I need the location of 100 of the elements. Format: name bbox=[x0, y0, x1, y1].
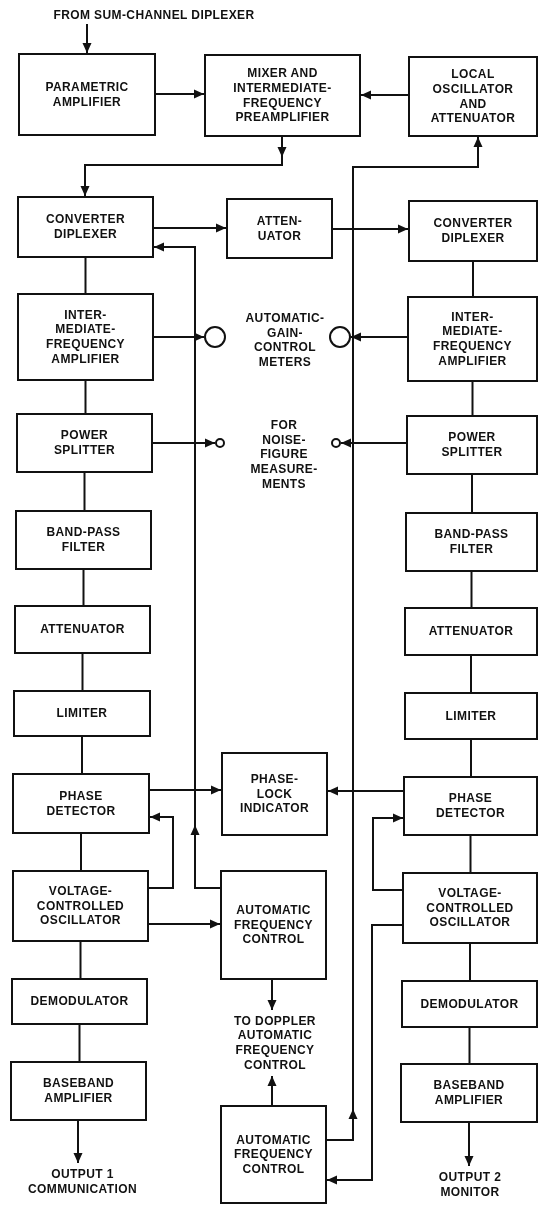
arrow bbox=[148, 919, 221, 929]
arrow bbox=[464, 1122, 474, 1167]
block-label: BASEBAND AMPLIFIER bbox=[432, 1078, 506, 1108]
connector-line bbox=[472, 261, 474, 297]
arrow bbox=[73, 1120, 83, 1164]
block-label: MIXER AND INTERMEDIATE- FREQUENCY PREAMPLIFIER bbox=[232, 66, 333, 125]
block-label: INTER- MEDIATE- FREQUENCY AMPLIFIER bbox=[432, 309, 513, 369]
block-label: LIMITER bbox=[56, 706, 108, 721]
block-box bbox=[220, 870, 327, 980]
arrow bbox=[82, 23, 92, 54]
block-box bbox=[401, 980, 538, 1028]
block-box bbox=[220, 1105, 327, 1204]
connector-line bbox=[84, 380, 87, 414]
block-box bbox=[15, 510, 152, 570]
connector-line bbox=[83, 472, 86, 511]
connector-line bbox=[471, 381, 474, 416]
signal-label: TO DOPPLER AUTOMATIC FREQUENCY CONTROL bbox=[233, 1013, 317, 1073]
block-box bbox=[221, 752, 328, 836]
block-box bbox=[402, 872, 538, 944]
block-box bbox=[16, 413, 153, 473]
block-label: CONVERTER DIPLEXER bbox=[45, 212, 126, 242]
block-box bbox=[17, 293, 154, 381]
block-label: DEMODULATOR bbox=[30, 994, 129, 1009]
block-label: DEMODULATOR bbox=[420, 996, 519, 1012]
arrow bbox=[80, 136, 283, 197]
block-label: PHASE DETECTOR bbox=[45, 788, 117, 819]
block-box bbox=[406, 415, 538, 475]
arrow bbox=[340, 438, 407, 448]
meter-circle bbox=[329, 326, 351, 348]
signal-label: OUTPUT 2 MONITOR bbox=[437, 1170, 503, 1200]
block-box bbox=[17, 196, 154, 258]
connector-line bbox=[81, 736, 83, 774]
connector-line bbox=[468, 1027, 471, 1064]
block-label: CONVERTER DIPLEXER bbox=[432, 216, 514, 246]
meter-circle bbox=[215, 438, 225, 448]
connector-line bbox=[470, 571, 473, 608]
arrow bbox=[267, 979, 277, 1011]
block-box bbox=[408, 56, 538, 137]
connector-line bbox=[471, 474, 473, 513]
connector-line bbox=[80, 833, 82, 871]
connector-line bbox=[469, 943, 471, 981]
connector-line bbox=[81, 653, 84, 691]
arrow bbox=[148, 812, 174, 889]
meter-circle bbox=[331, 438, 341, 448]
meter-circle bbox=[204, 326, 226, 348]
block-label: VOLTAGE- CONTROLLED OSCILLATOR bbox=[425, 886, 515, 930]
arrow bbox=[326, 924, 403, 1185]
block-box bbox=[404, 607, 538, 656]
block-box bbox=[407, 296, 538, 382]
block-label: POWER SPLITTER bbox=[52, 428, 117, 458]
block-label: AUTOMATIC FREQUENCY CONTROL bbox=[233, 903, 314, 947]
block-box bbox=[12, 773, 150, 834]
connector-line bbox=[79, 941, 82, 979]
connector-line bbox=[82, 569, 85, 606]
arrow bbox=[267, 1075, 277, 1106]
signal-label: FROM SUM-CHANNEL DIPLEXER bbox=[53, 7, 255, 23]
block-label: ATTENUATOR bbox=[428, 624, 514, 639]
block-box bbox=[204, 54, 361, 137]
signal-label: OUTPUT 1 COMMUNICATION bbox=[27, 1167, 138, 1197]
block-box bbox=[403, 776, 538, 836]
arrow bbox=[327, 786, 404, 796]
arrow bbox=[332, 224, 409, 234]
block-label: POWER SPLITTER bbox=[440, 430, 504, 460]
arrow bbox=[372, 813, 404, 891]
block-box bbox=[226, 198, 333, 259]
block-label: INTER- MEDIATE- FREQUENCY AMPLIFIER bbox=[45, 307, 126, 367]
arrow bbox=[152, 438, 216, 448]
block-label: LIMITER bbox=[445, 708, 497, 724]
arrow bbox=[153, 223, 227, 233]
block-box bbox=[13, 690, 151, 737]
arrow bbox=[326, 136, 483, 1141]
block-box bbox=[400, 1063, 538, 1123]
arrow bbox=[153, 242, 221, 889]
block-label: PHASE- LOCK INDICATOR bbox=[238, 772, 311, 816]
connector-line bbox=[470, 739, 472, 777]
connector-line bbox=[469, 835, 472, 873]
note-label: FOR NOISE- FIGURE MEASURE- MENTS bbox=[249, 418, 319, 492]
block-label: ATTENUATOR bbox=[40, 622, 125, 637]
connector-line bbox=[470, 655, 472, 693]
connector-line bbox=[78, 1024, 81, 1062]
block-box bbox=[405, 512, 538, 572]
block-box bbox=[404, 692, 538, 740]
note-label: AUTOMATIC- GAIN- CONTROL METERS bbox=[244, 311, 326, 370]
block-label: PHASE DETECTOR bbox=[435, 791, 506, 821]
block-box bbox=[18, 53, 156, 136]
arrow bbox=[155, 89, 205, 99]
block-label: AUTOMATIC FREQUENCY CONTROL bbox=[233, 1132, 314, 1177]
block-box bbox=[12, 870, 149, 942]
block-label: BASEBAND AMPLIFIER bbox=[41, 1076, 116, 1106]
block-label: LOCAL OSCILLATOR AND ATTENUATOR bbox=[429, 67, 517, 126]
block-label: VOLTAGE- CONTROLLED OSCILLATOR bbox=[35, 884, 126, 928]
block-box bbox=[10, 1061, 147, 1121]
block-box bbox=[14, 605, 151, 654]
block-box bbox=[11, 978, 148, 1025]
arrow bbox=[149, 785, 222, 795]
arrow bbox=[153, 332, 205, 342]
block-label: ATTEN- UATOR bbox=[255, 213, 304, 244]
block-label: BAND-PASS FILTER bbox=[433, 527, 510, 557]
connector-line bbox=[84, 257, 87, 294]
arrow bbox=[360, 90, 409, 100]
